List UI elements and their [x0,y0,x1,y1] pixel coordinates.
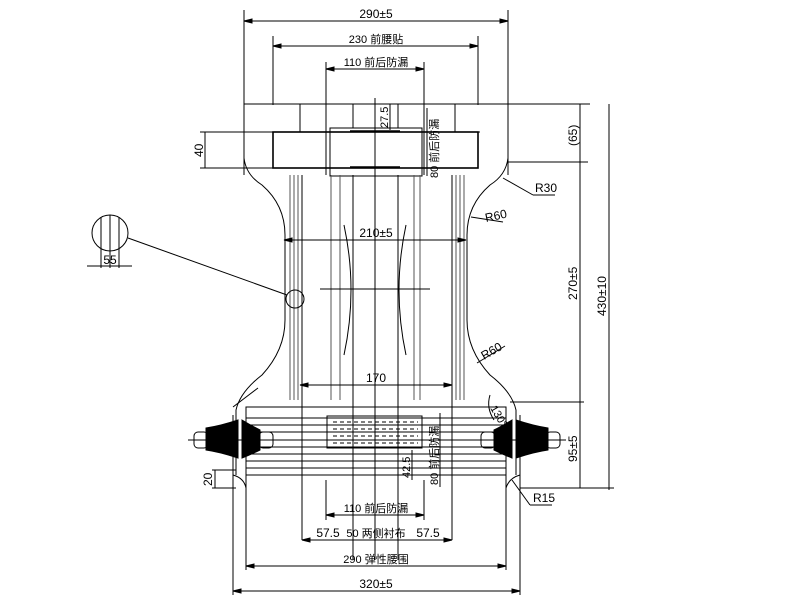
label-65: (65) [566,125,580,146]
label-front-waist-tape: 230 前腰贴 [349,32,403,46]
leak-guard-panel-bottom [326,415,423,449]
label-27-5: 27.5 [379,107,391,128]
leader-r30 [502,177,534,196]
label-95: 95±5 [566,435,580,462]
label-elastic-waist: 290 弹性腰围 [343,552,408,566]
leak-guard-panel-top [329,127,423,177]
arrow-icon [415,66,425,72]
arrow-icon [245,563,255,569]
label-20: 20 [201,472,215,486]
label-40: 40 [192,143,206,157]
right-fastener-tab-inner [493,419,513,459]
label-57-5-left: 57.5 [316,526,340,540]
arrow-icon [301,537,311,543]
corner-arc-left [232,474,247,489]
elastic-waistband [245,406,507,476]
label-210: 210±5 [359,226,393,240]
arrow-icon [283,237,293,243]
arrow-icon [443,382,453,388]
arrow-icon [299,382,309,388]
arrow-icon [469,43,479,49]
label-r60-upper: R60 [484,207,509,225]
label-320: 320±5 [359,577,393,591]
label-r30: R30 [535,181,557,195]
label-270: 270±5 [566,266,580,300]
leader-r15 [511,479,531,506]
arrow-icon [232,588,242,594]
label-leak-guard-top: 110 前后防漏 [344,55,409,69]
angle-arc-130 [488,394,495,421]
label-170: 170 [366,371,386,385]
left-fastener-tab [205,419,239,459]
right-fastener-tab [515,419,549,459]
detail-marker-circle [285,289,305,309]
label-side-liner: 50 两侧衬布 [346,527,405,540]
arrow-icon [325,512,335,518]
arrow-icon [511,588,521,594]
arrow-icon [243,18,253,24]
leader-line [232,387,259,408]
leader-line-detail [127,237,288,296]
arrow-icon [497,563,507,569]
arrow-icon [443,537,453,543]
arrow-icon [325,66,335,72]
label-55: 55 [103,253,117,267]
label-r60-lower: R60 [479,339,505,362]
core-arc-left [343,224,352,356]
label-leak-guard-bottom: 110 前后防漏 [344,501,409,515]
corner-arc-right [505,474,521,489]
label-r15: R15 [533,491,555,505]
label-430: 430±10 [595,276,609,316]
body-outline-left [235,104,286,475]
arrow-icon [272,43,282,49]
label-57-5-right: 57.5 [416,526,440,540]
leader-r60-lower [476,345,506,364]
label-leak-guard-80-top: 80 前后防漏 [427,119,441,178]
label-42-5: 42.5 [401,457,413,478]
arrow-icon [499,18,509,24]
arrow-icon [457,237,467,243]
leader-r60-upper [470,216,504,223]
core-arc-right [398,224,407,356]
label-leak-guard-80-bottom: 80 前后防漏 [427,426,441,485]
label-290-top: 290±5 [359,7,393,21]
arrow-icon [415,512,425,518]
left-fastener-tab-inner [241,419,261,459]
body-outline-right [466,104,517,475]
